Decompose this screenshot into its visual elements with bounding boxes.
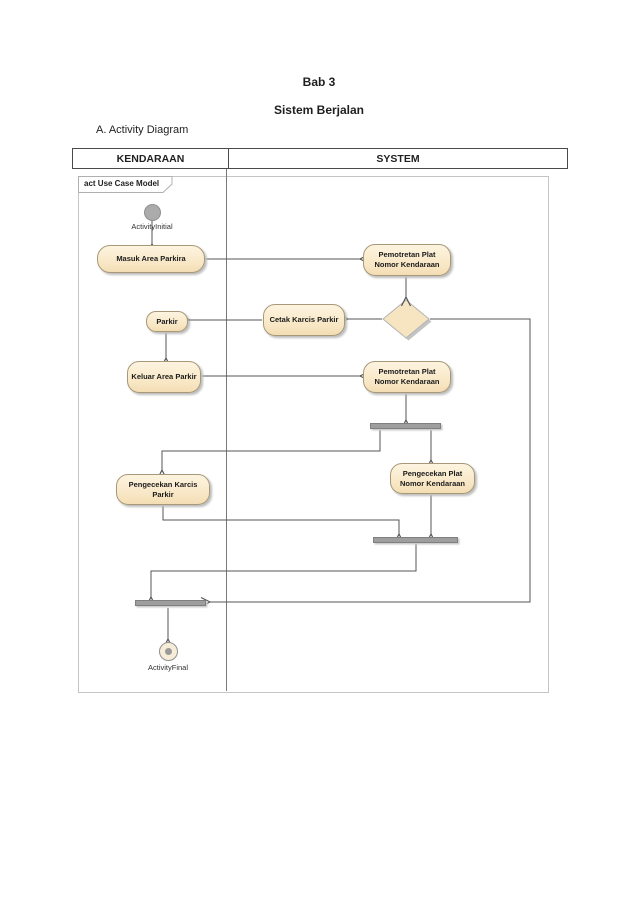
edge-join-to-final-join [145,544,417,607]
activity-keluar-area: Keluar Area Parkir [127,361,201,393]
decision-diamond [382,299,430,339]
activity-masuk-area-parkir: Masuk Area Parkira [97,245,205,273]
fork-bar [370,423,441,429]
swimlane-header-system: SYSTEM [228,149,567,168]
join-bar-kendaraan [135,600,206,606]
edge-decision-to-final-join [200,318,531,608]
section-heading: A. Activity Diagram [96,124,189,136]
activity-cetak-karcis: Cetak Karcis Parkir [263,304,345,336]
activity-final-label: ActivityFinal [147,663,188,672]
swimlane-header-kendaraan: KENDARAAN [116,152,185,165]
frame-tab-shape [78,176,173,193]
diagram-frame [78,176,549,693]
activity-final-node [159,642,178,661]
activity-pengecekan-karcis: Pengecekan Karcis Parkir [116,474,210,505]
activity-initial-node [144,204,161,221]
chapter-subtitle: Sistem Berjalan [273,103,365,117]
activity-pemotretan-plat-2: Pemotretan Plat Nomor Kendaraan [363,361,451,393]
edge-fork-to-pengecekan-karcis [156,430,381,480]
diagram-frame-label: act Use Case Model [84,179,160,188]
activity-pemotretan-plat-1: Pemotretan Plat Nomor Kendaraan [363,244,451,276]
activity-initial-label: ActivityInitial [131,222,173,231]
chapter-title: Bab 3 [302,75,336,89]
activity-parkir: Parkir [146,311,188,332]
activity-pengecekan-plat: Pengecekan Plat Nomor Kendaraan [390,463,475,494]
activity-final-dot [165,648,172,655]
swimlane-header-row: KENDARAAN SYSTEM [72,148,568,169]
join-bar-system [373,537,458,543]
edge-pengecekan-karcis-to-join [162,506,405,544]
